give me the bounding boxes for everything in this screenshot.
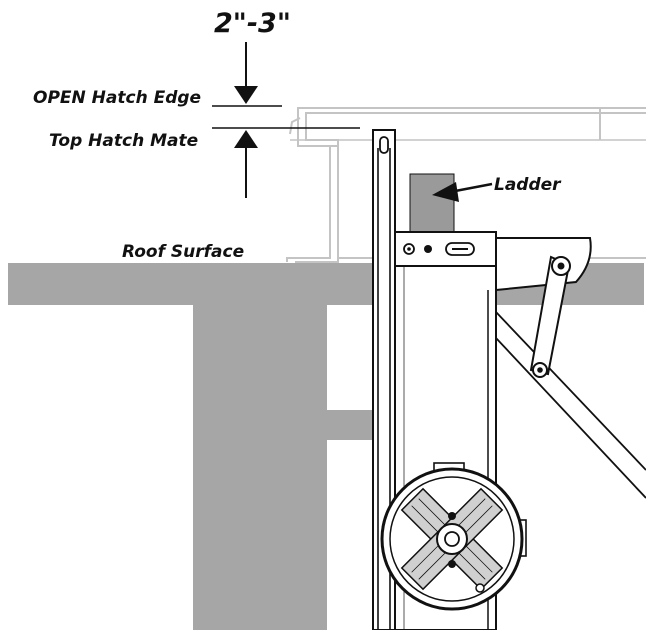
ladder-arrow (432, 182, 493, 202)
dimension-label: 2"-3" (214, 8, 291, 39)
open-hatch-edge-label: OPEN Hatch Edge (33, 88, 201, 108)
lift-arm (529, 255, 571, 378)
support-strut (495, 311, 646, 499)
roof-wall (193, 300, 327, 630)
top-hatch-mate-label: Top Hatch Mate (49, 131, 198, 151)
ladder-block (409, 173, 455, 239)
ladder-label: Ladder (494, 175, 562, 195)
dimension-arrow-down (234, 42, 258, 104)
top-bracket (393, 231, 592, 292)
spring-wheel (380, 462, 527, 611)
roof-surface-label: Roof Surface (122, 242, 244, 262)
dimension-arrow-up (234, 130, 258, 198)
